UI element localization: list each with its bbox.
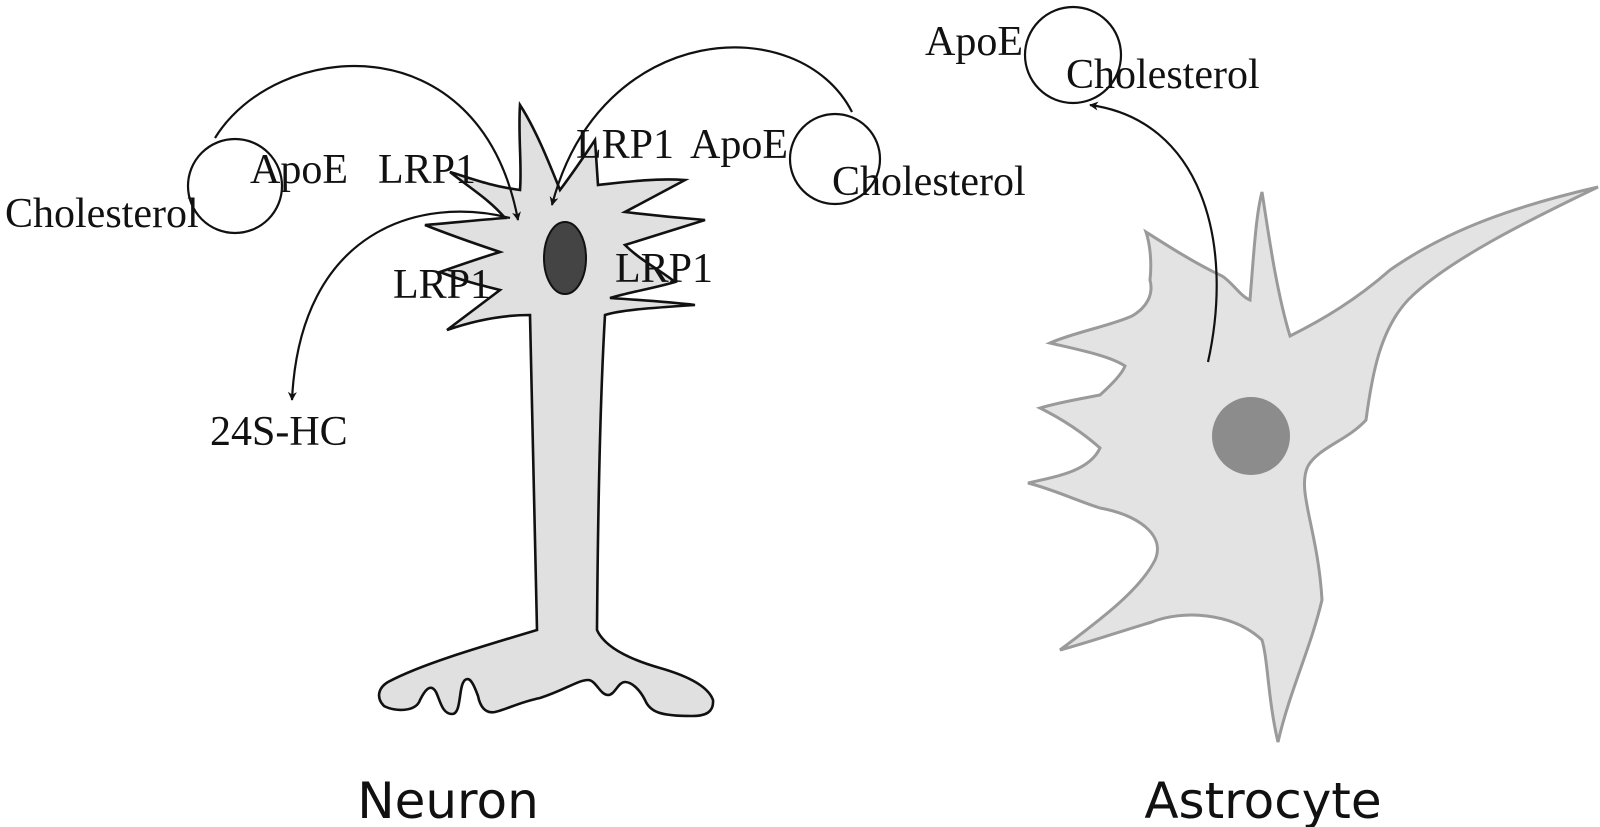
label-lrp1-top-right: LRP1: [576, 122, 674, 168]
label-lrp1-top-left: LRP1: [378, 147, 476, 193]
label-cholesterol-right: Cholesterol: [832, 159, 1026, 205]
astrocyte-title: Astrocyte: [1144, 772, 1381, 827]
astrocyte: [1027, 185, 1599, 743]
neuron-nucleus: [543, 221, 587, 295]
astrocyte-nucleus: [1212, 397, 1290, 475]
arrow-astrocyte-to-lipoprotein: [1089, 101, 1218, 363]
arrow-left-lipoprotein-to-neuron: [214, 64, 521, 221]
label-lrp1-mid-right: LRP1: [615, 246, 713, 292]
neuron-right-lipoprotein-ring: [788, 112, 882, 206]
label-24s-hc: 24S-HC: [210, 409, 348, 455]
label-lrp1-mid-left: LRP1: [393, 262, 491, 308]
arrow-neuron-to-24s-hc: [287, 210, 511, 401]
astrocyte-body: [1027, 185, 1599, 743]
arrow-right-lipoprotein-to-neuron: [549, 46, 853, 206]
neuron-left-lipoprotein-ring: [186, 137, 284, 235]
label-apoe-right: ApoE: [690, 122, 788, 168]
neuron-body: [377, 101, 715, 718]
label-apoe-left: ApoE: [250, 147, 348, 193]
neuron: [377, 101, 715, 718]
label-cholesterol-left: Cholesterol: [5, 191, 199, 237]
neuron-title: Neuron: [357, 772, 539, 827]
label-apoe-astrocyte: ApoE: [925, 19, 1023, 65]
label-cholesterol-astrocyte: Cholesterol: [1066, 52, 1260, 98]
astrocyte-lipoprotein-ring: [1023, 5, 1123, 105]
